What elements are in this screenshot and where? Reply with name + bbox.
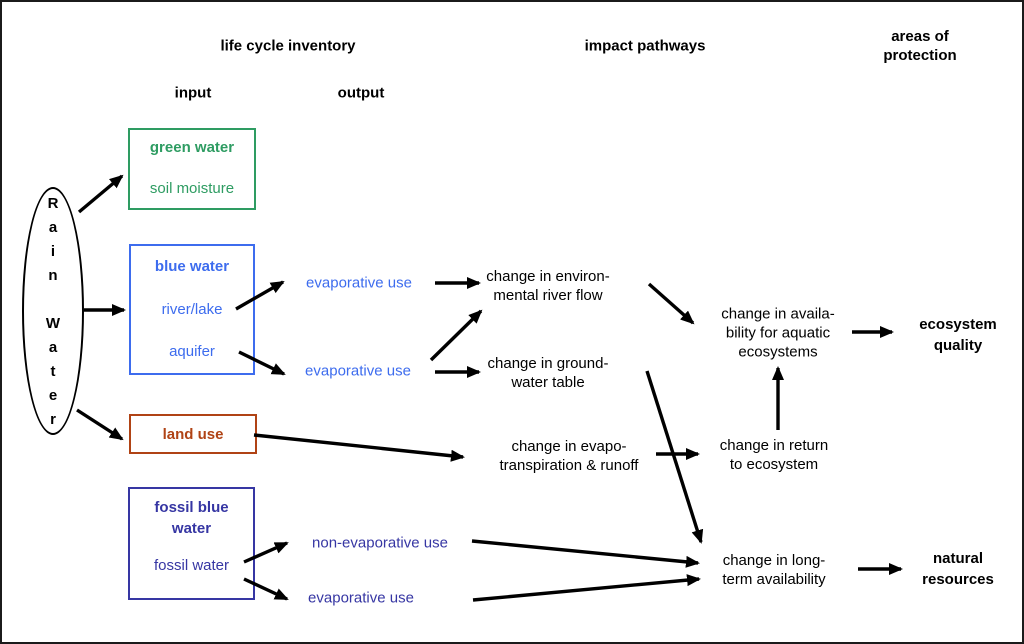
arrow-fossil-evaporative-to-longterm: [472, 574, 701, 602]
aquifer-label: aquifer: [169, 343, 215, 360]
header-areas-of-protection: areas of protection: [883, 28, 957, 64]
impact-longterm-availability: change in long- term availability: [722, 552, 826, 588]
header-impact-pathways: impact pathways: [584, 37, 706, 55]
header-output: output: [337, 84, 385, 102]
header-life-cycle-inventory: life cycle inventory: [220, 37, 356, 55]
output-evaporative-use-aquifer: evaporative use: [305, 362, 411, 380]
arrow-non-evaporative-to-longterm: [471, 539, 700, 568]
arrow-groundwater-to-longterm: [645, 370, 704, 544]
output-evaporative-use-river: evaporative use: [306, 274, 412, 292]
fossil-water-label: fossil water: [153, 557, 230, 574]
impact-availability-aquatic: change in availa- bility for aquatic eco…: [721, 305, 835, 361]
arrow-river-flow-to-availability: [647, 282, 695, 325]
land-use-box: land use: [129, 414, 257, 454]
blue-water-title: blue water: [154, 258, 230, 275]
impact-return-to-ecosystem: change in return to ecosystem: [719, 437, 829, 473]
output-evaporative-use-fossil: evaporative use: [308, 589, 414, 607]
header-input: input: [174, 84, 212, 102]
soil-moisture-label: soil moisture: [149, 180, 235, 197]
fossil-blue-water-box: fossil blue water fossil water: [128, 487, 255, 600]
impact-groundwater-table: change in ground- water table: [487, 355, 609, 391]
rain-water-label: R a i n W a t e r: [45, 195, 61, 428]
impact-env-river-flow: change in environ- mental river flow: [486, 268, 610, 304]
impact-evapotranspiration-runoff: change in evapo- transpiration & runoff: [499, 438, 639, 474]
blue-water-box: blue water river/lake aquifer: [129, 244, 255, 375]
river-lake-label: river/lake: [161, 300, 223, 318]
rain-water-ellipse: [22, 187, 84, 435]
green-water-title: green water: [149, 139, 235, 156]
arrow-rain-to-land-use: [76, 408, 124, 441]
output-non-evaporative-use-fossil: non-evaporative use: [312, 534, 448, 552]
arrow-rain-to-green-water: [77, 174, 124, 214]
aop-ecosystem-quality: ecosystem quality: [919, 316, 997, 354]
arrow-evaporative-use-to-river-flow-diagonal: [429, 309, 483, 362]
fossil-blue-water-title: fossil blue water: [154, 499, 229, 537]
arrow-land-use-to-evapotranspiration: [253, 433, 465, 462]
land-use-title: land use: [162, 425, 224, 443]
green-water-box: green water soil moisture: [128, 128, 256, 210]
aop-natural-resources: natural resources: [922, 550, 994, 588]
